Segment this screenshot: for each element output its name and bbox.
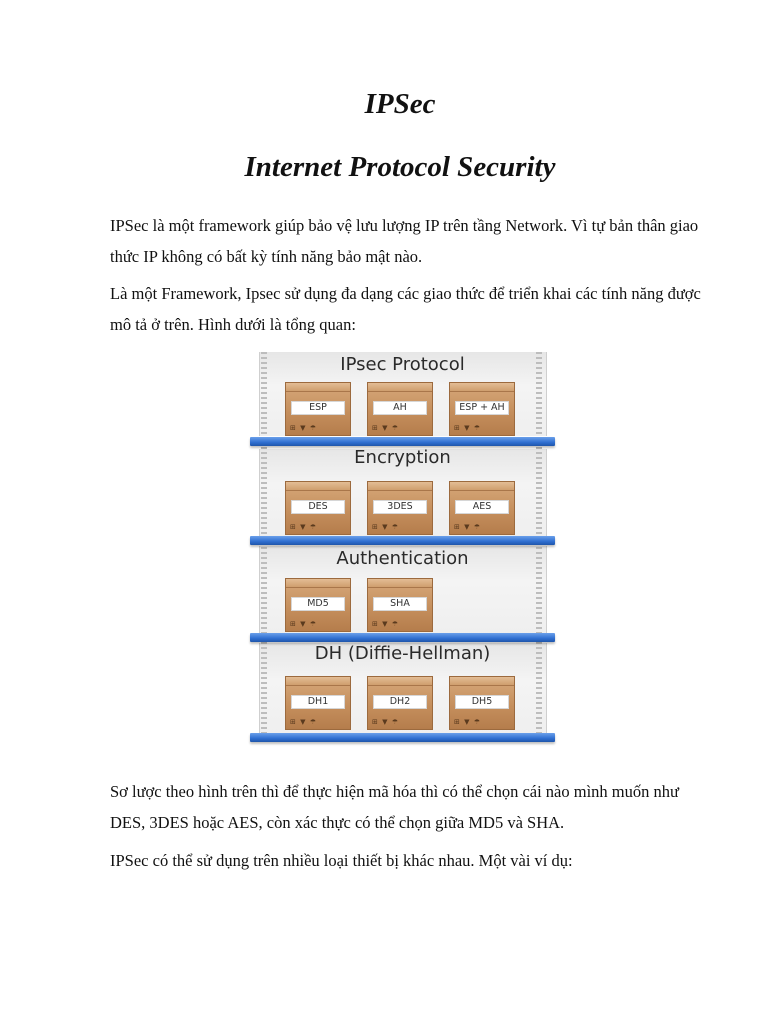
level-label-encryption: Encryption — [354, 447, 451, 468]
shipping-icons: ⊞ ▼ ☂ — [372, 523, 399, 531]
box-label: AES — [455, 500, 509, 514]
paragraph-framework: Là một Framework, Ipsec sử dụng đa dạng … — [110, 284, 701, 334]
shipping-icons: ⊞ ▼ ☂ — [454, 523, 481, 531]
box-aes: AES ⊞ ▼ ☂ — [449, 481, 515, 535]
ipsec-framework-diagram: IPsec Protocol ESP ⊞ ▼ ☂ AH ⊞ ▼ ☂ ESP + … — [250, 348, 555, 766]
box-label: SHA — [373, 597, 427, 611]
document-subtitle: Internet Protocol Security — [244, 151, 556, 183]
box-md5: MD5 ⊞ ▼ ☂ — [285, 578, 351, 632]
box-dh1: DH1 ⊞ ▼ ☂ — [285, 676, 351, 730]
box-label: DH5 — [455, 695, 509, 709]
box-des: DES ⊞ ▼ ☂ — [285, 481, 351, 535]
paragraph-intro: IPSec là một framework giúp bảo vệ lưu l… — [110, 216, 699, 266]
box-label: MD5 — [291, 597, 345, 611]
box-esp-ah: ESP + AH ⊞ ▼ ☂ — [449, 382, 515, 436]
level-label-ipsec-protocol: IPsec Protocol — [340, 354, 465, 375]
shipping-icons: ⊞ ▼ ☂ — [372, 718, 399, 726]
level-label-authentication: Authentication — [336, 548, 469, 569]
box-label: ESP + AH — [455, 401, 509, 415]
box-dh5: DH5 ⊞ ▼ ☂ — [449, 676, 515, 730]
box-label: DH2 — [373, 695, 427, 709]
box-label: AH — [373, 401, 427, 415]
paragraph-devices: IPSec có thể sử dụng trên nhiều loại thi… — [110, 851, 573, 870]
shelf-plank — [250, 633, 555, 642]
box-label: ESP — [291, 401, 345, 415]
shipping-icons: ⊞ ▼ ☂ — [372, 620, 399, 628]
box-3des: 3DES ⊞ ▼ ☂ — [367, 481, 433, 535]
box-label: DES — [291, 500, 345, 514]
shipping-icons: ⊞ ▼ ☂ — [454, 424, 481, 432]
shipping-icons: ⊞ ▼ ☂ — [290, 718, 317, 726]
shipping-icons: ⊞ ▼ ☂ — [290, 620, 317, 628]
level-label-diffie-hellman: DH (Diffie-Hellman) — [314, 643, 491, 664]
paragraph-summary: Sơ lược theo hình trên thì để thực hiện … — [110, 782, 679, 832]
document-title: IPSec — [364, 88, 436, 120]
shelf-plank — [250, 536, 555, 545]
shipping-icons: ⊞ ▼ ☂ — [290, 424, 317, 432]
box-label: DH1 — [291, 695, 345, 709]
shipping-icons: ⊞ ▼ ☂ — [372, 424, 399, 432]
box-ah: AH ⊞ ▼ ☂ — [367, 382, 433, 436]
box-sha: SHA ⊞ ▼ ☂ — [367, 578, 433, 632]
shipping-icons: ⊞ ▼ ☂ — [454, 718, 481, 726]
box-dh2: DH2 ⊞ ▼ ☂ — [367, 676, 433, 730]
shelf-plank — [250, 437, 555, 446]
shelf-plank — [250, 733, 555, 742]
box-label: 3DES — [373, 500, 427, 514]
shipping-icons: ⊞ ▼ ☂ — [290, 523, 317, 531]
box-esp: ESP ⊞ ▼ ☂ — [285, 382, 351, 436]
